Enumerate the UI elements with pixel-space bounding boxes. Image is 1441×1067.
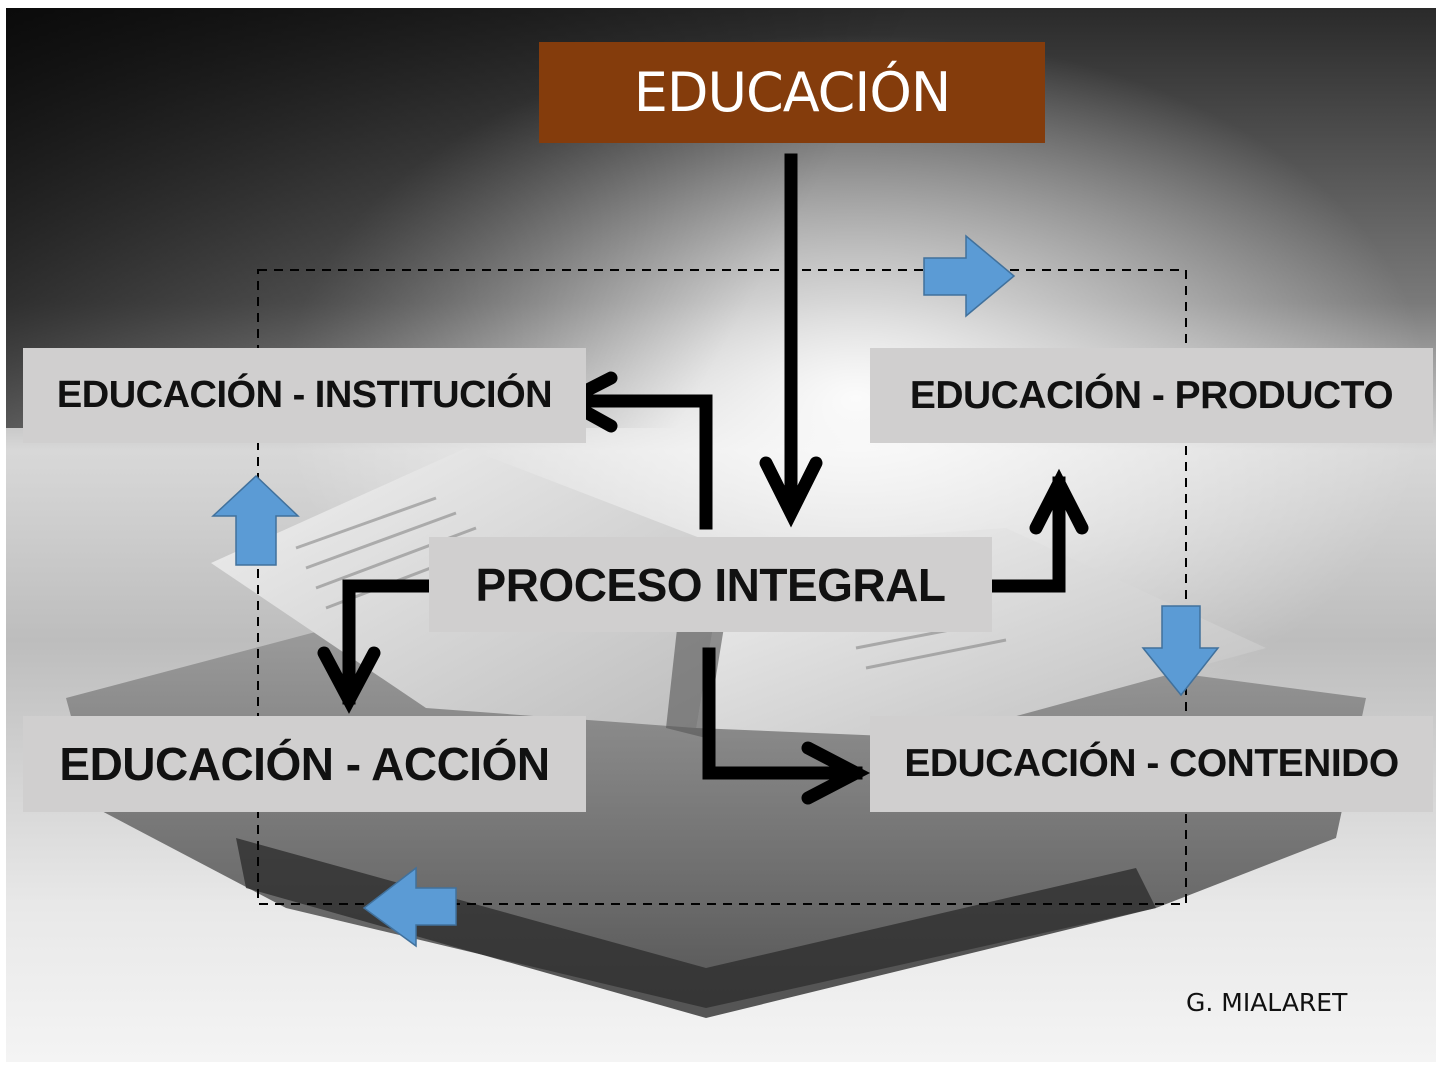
node-accion-label: EDUCACIÓN - ACCIÓN bbox=[59, 738, 550, 790]
title-box: EDUCACIÓN bbox=[539, 42, 1045, 143]
cycle-arrow-down-icon bbox=[1141, 605, 1220, 697]
node-contenido: EDUCACIÓN - CONTENIDO bbox=[870, 716, 1433, 812]
node-institucion-label: EDUCACIÓN - INSTITUCIÓN bbox=[56, 374, 553, 416]
cycle-arrow-up-icon bbox=[211, 474, 300, 566]
slide: EDUCACIÓN EDUCACIÓN - INSTITUCIÓN EDUCAC… bbox=[6, 8, 1436, 1062]
cycle-arrow-right-icon bbox=[923, 234, 1016, 318]
node-contenido-label: EDUCACIÓN - CONTENIDO bbox=[904, 742, 1399, 785]
diagram-connectors bbox=[211, 153, 1220, 948]
node-institucion: EDUCACIÓN - INSTITUCIÓN bbox=[23, 348, 586, 443]
title-label: EDUCACIÓN bbox=[633, 61, 951, 124]
arrow-center-to-producto bbox=[989, 476, 1066, 593]
node-producto: EDUCACIÓN - PRODUCTO bbox=[870, 348, 1433, 443]
arrow-center-to-contenido-head bbox=[801, 741, 871, 805]
arrow-center-to-accion bbox=[342, 579, 437, 705]
arrow-center-to-accion-head bbox=[317, 646, 381, 714]
arrow-center-to-institucion bbox=[559, 394, 713, 530]
cycle-dashed-frame bbox=[257, 269, 1187, 905]
center-label: PROCESO INTEGRAL bbox=[475, 558, 946, 611]
node-accion: EDUCACIÓN - ACCIÓN bbox=[23, 716, 586, 812]
cycle-arrow-left-icon bbox=[362, 866, 457, 948]
node-producto-label: EDUCACIÓN - PRODUCTO bbox=[909, 373, 1394, 417]
arrow-title-to-center-head bbox=[759, 456, 823, 528]
arrow-center-to-producto-head bbox=[1029, 468, 1089, 535]
author-credit: G. MIALARET bbox=[1186, 988, 1348, 1017]
node-proceso-integral: PROCESO INTEGRAL bbox=[429, 537, 992, 632]
arrow-center-to-contenido bbox=[702, 647, 863, 780]
